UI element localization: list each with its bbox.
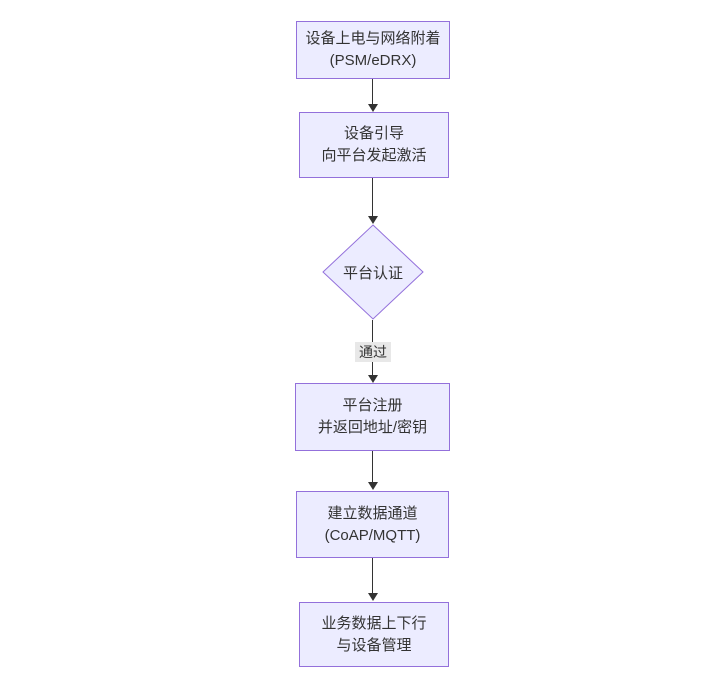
arrow-down-icon [368, 216, 378, 224]
node-platform-register-line2: 并返回地址/密钥 [317, 419, 428, 436]
arrow-down-icon [368, 104, 378, 112]
node-business-data-line1: 业务数据上下行 [321, 614, 427, 632]
node-platform-auth-label: 平台认证 [342, 264, 403, 282]
arrow-down-icon [368, 593, 378, 601]
node-platform-register-line1: 平台注册 [342, 397, 403, 414]
node-power-attach: 设备上电与网络附着 (PSM/eDRX) [296, 21, 450, 79]
node-bootstrap-line1: 设备引导 [343, 125, 404, 142]
node-data-channel: 建立数据通道 (CoAP/MQTT) [296, 491, 449, 558]
node-bootstrap: 设备引导 向平台发起激活 [299, 112, 449, 178]
edge-boot-to-auth [372, 178, 373, 217]
node-platform-auth: 平台认证 [322, 224, 424, 320]
node-power-attach-line1: 设备上电与网络附着 [305, 30, 441, 47]
edge-power-to-boot [372, 79, 373, 105]
arrow-down-icon [368, 482, 378, 490]
edge-label-pass: 通过 [355, 342, 391, 362]
arrow-down-icon [368, 375, 378, 383]
node-data-channel-line2: (CoAP/MQTT) [324, 526, 421, 544]
node-business-data-line2: 与设备管理 [336, 636, 412, 654]
node-data-channel-line1: 建立数据通道 [327, 504, 418, 522]
node-business-data: 业务数据上下行 与设备管理 [299, 602, 449, 667]
node-platform-register: 平台注册 并返回地址/密钥 [295, 383, 450, 451]
edge-channel-to-business [372, 558, 373, 594]
edge-register-to-channel [372, 451, 373, 483]
node-power-attach-line2: (PSM/eDRX) [329, 52, 417, 69]
node-bootstrap-line2: 向平台发起激活 [321, 147, 427, 164]
diamond-shape-icon [322, 224, 424, 320]
